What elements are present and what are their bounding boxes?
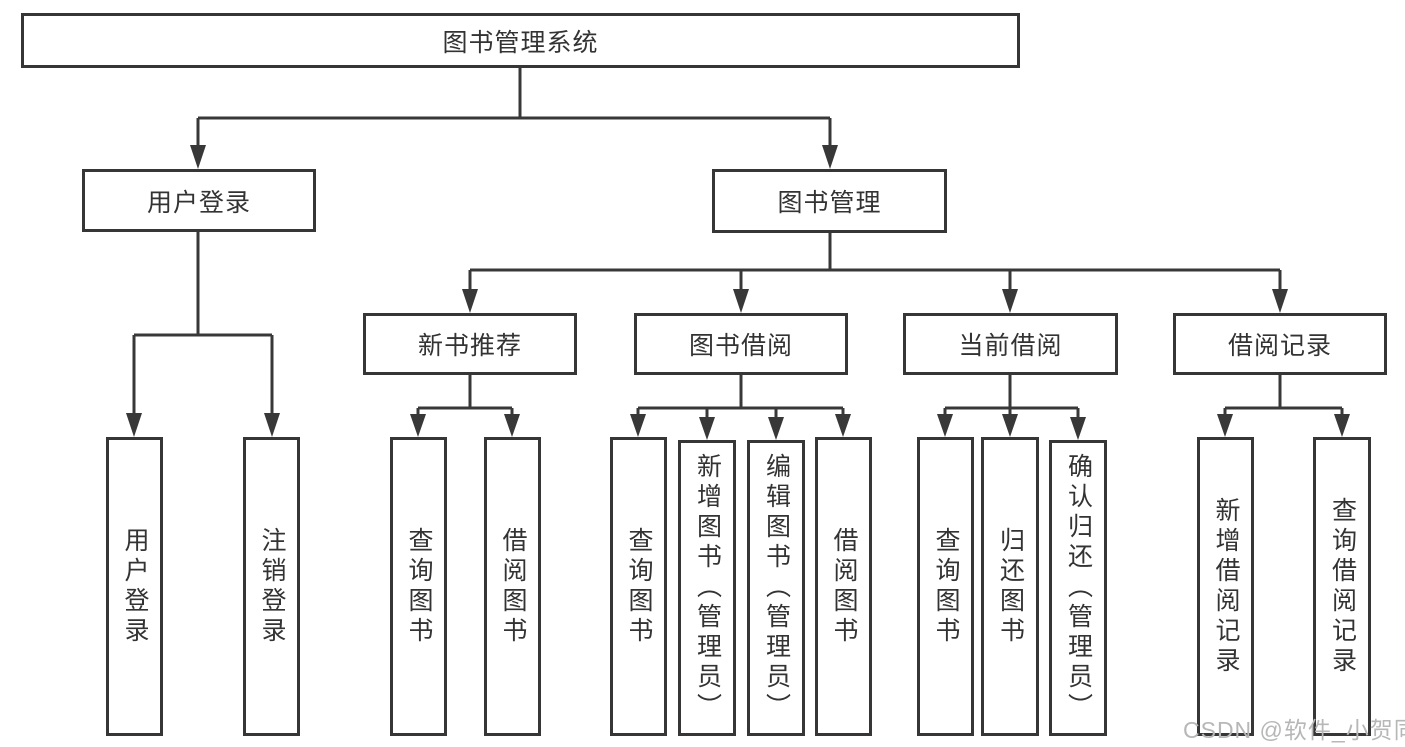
leaf-cb-return-books: 归还图书 — [981, 437, 1039, 736]
node-user-login: 用户登录 — [82, 169, 316, 232]
connector-new-book-rec-to-leaves — [410, 373, 520, 437]
connector-borrow-records-to-leaves — [1217, 373, 1350, 437]
leaf-bb-borrow-books: 借阅图书 — [815, 437, 872, 736]
leaf-user-login-label: 用户登录 — [121, 526, 149, 647]
leaf-bb-query-books: 查询图书 — [610, 437, 667, 736]
leaf-br-query-record-label: 查询借阅记录 — [1328, 496, 1357, 677]
leaf-cb-confirm-return-admin-label: 确认归还（管理员） — [1064, 453, 1093, 723]
connector-book-borrow-to-leaves — [630, 373, 851, 440]
leaf-nb-query-books: 查询图书 — [390, 437, 447, 736]
leaf-cb-query-books-label: 查询图书 — [932, 526, 960, 647]
leaf-bb-query-books-label: 查询图书 — [625, 526, 653, 647]
leaf-cb-confirm-return-admin: 确认归还（管理员） — [1049, 440, 1107, 736]
leaf-user-login: 用户登录 — [106, 437, 163, 736]
leaf-br-add-record: 新增借阅记录 — [1197, 437, 1254, 736]
csdn-watermark: CSDN @软件_小贺同学 — [1183, 717, 1405, 743]
node-book-management: 图书管理 — [712, 169, 947, 233]
node-book-borrowing: 图书借阅 — [634, 313, 848, 375]
leaf-br-query-record: 查询借阅记录 — [1313, 437, 1371, 736]
connector-root-to-level2 — [190, 66, 838, 169]
leaf-nb-borrow-books: 借阅图书 — [484, 437, 541, 736]
leaf-bb-borrow-books-label: 借阅图书 — [830, 526, 858, 647]
leaf-nb-query-books-label: 查询图书 — [405, 526, 433, 647]
node-root-system-label: 图书管理系统 — [442, 28, 599, 57]
node-current-borrowing-label: 当前借阅 — [958, 332, 1063, 360]
node-borrowing-records: 借阅记录 — [1173, 313, 1387, 375]
connector-current-borrow-to-leaves — [937, 373, 1086, 440]
connector-book-mgmt-to-level3 — [462, 231, 1288, 313]
node-root-system: 图书管理系统 — [21, 13, 1020, 68]
node-book-management-label: 图书管理 — [777, 189, 882, 217]
node-new-book-recommend: 新书推荐 — [363, 313, 577, 375]
connector-user-login-to-leaves — [126, 230, 280, 437]
leaf-cb-query-books: 查询图书 — [917, 437, 974, 736]
leaf-bb-edit-books-admin-label: 编辑图书（管理员） — [762, 453, 791, 723]
node-borrowing-records-label: 借阅记录 — [1227, 332, 1332, 360]
node-new-book-recommend-label: 新书推荐 — [417, 332, 522, 360]
leaf-cb-return-books-label: 归还图书 — [996, 526, 1025, 647]
node-user-login-label: 用户登录 — [146, 188, 251, 217]
node-book-borrowing-label: 图书借阅 — [688, 332, 793, 360]
leaf-logout-login-label: 注销登录 — [258, 526, 286, 647]
leaf-bb-add-books-admin-label: 新增图书（管理员） — [693, 453, 722, 723]
leaf-bb-edit-books-admin: 编辑图书（管理员） — [747, 440, 805, 736]
leaf-bb-add-books-admin: 新增图书（管理员） — [678, 440, 736, 736]
leaf-br-add-record-label: 新增借阅记录 — [1212, 496, 1240, 677]
leaf-nb-borrow-books-label: 借阅图书 — [499, 526, 527, 647]
node-current-borrowing: 当前借阅 — [903, 313, 1118, 375]
leaf-logout-login: 注销登录 — [243, 437, 300, 736]
